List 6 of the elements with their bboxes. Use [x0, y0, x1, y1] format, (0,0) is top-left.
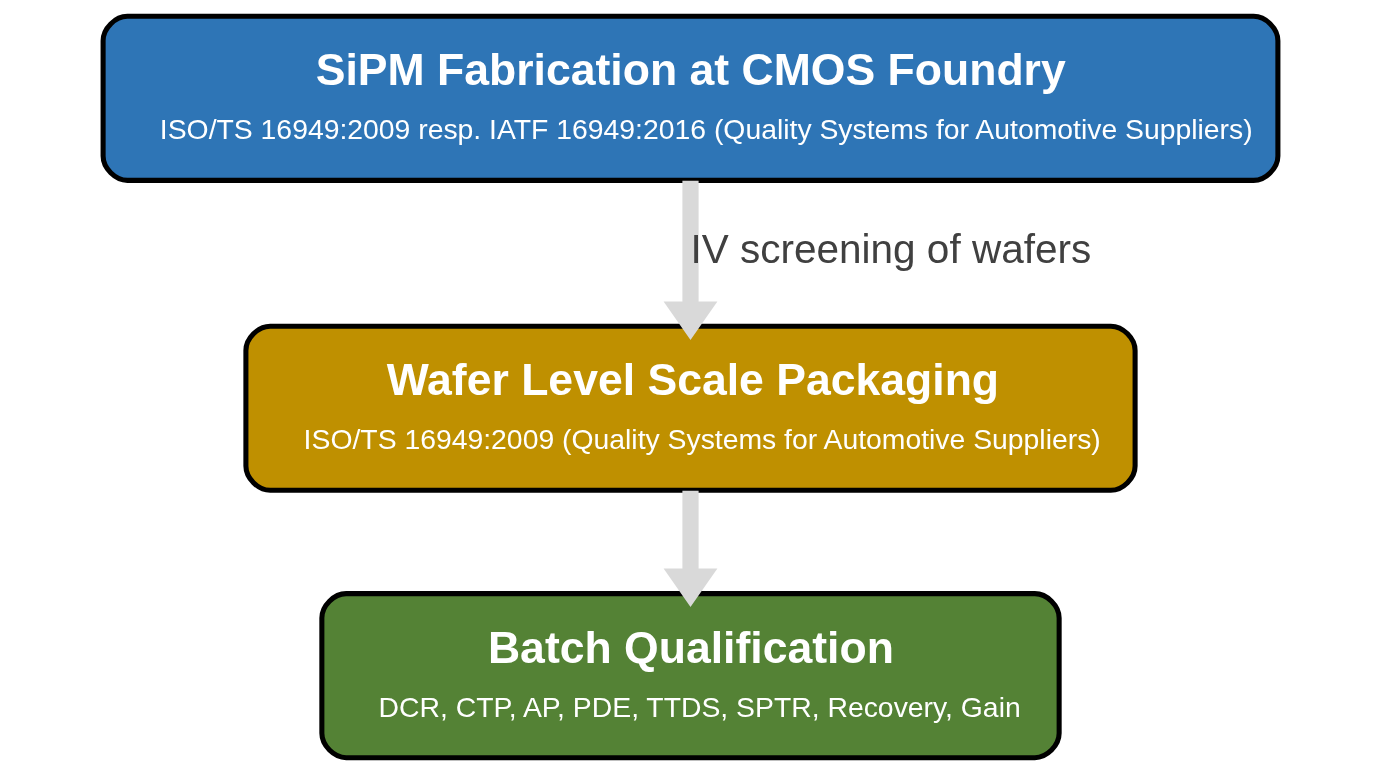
arrow [663, 490, 718, 607]
node-box: Batch Qualification DCR, CTP, AP, PDE, TTDS, SPTR, Recovery, Gain [319, 591, 1062, 761]
node-box: SiPM Fabrication at CMOS Foundry ISO/TS 16949:2009 resp. IATF 16949:2016 (Quality Systems for Automotive Suppliers) [100, 13, 1281, 183]
edge-label: IV screening of wafers [690, 226, 1092, 273]
node-box: Wafer Level Scale Packaging ISO/TS 16949:2009 (Quality Systems for Automotive Suppliers) [243, 323, 1138, 493]
arrow [663, 180, 718, 340]
